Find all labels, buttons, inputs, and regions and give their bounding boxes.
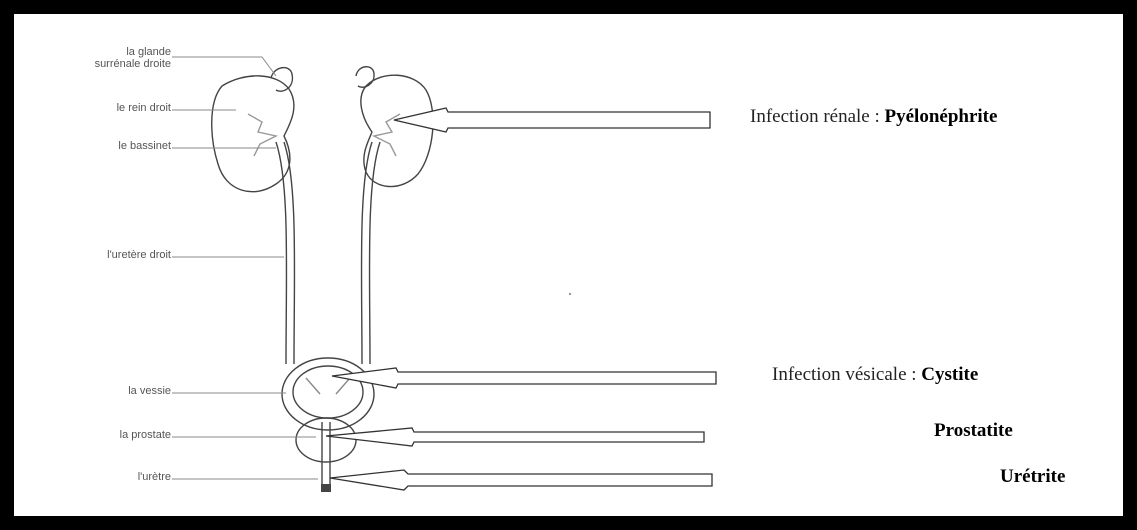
left-kidney	[361, 75, 433, 186]
stray-dot	[569, 293, 571, 295]
right-adrenal-gland	[271, 68, 292, 92]
infection-prostatite: Prostatite	[934, 420, 1013, 442]
infection-renale-name: Pyélonéphrite	[885, 106, 998, 127]
infection-renale: Infection rénale : Pyélonéphrite	[750, 106, 997, 128]
label-kidney: le rein droit	[117, 102, 171, 114]
pointer-prostate	[326, 428, 704, 446]
label-adrenal-gland-line2: surrénale droite	[95, 58, 171, 70]
left-ureter-inner	[369, 142, 380, 364]
label-adrenal-gland-line1: la glande	[95, 46, 171, 58]
left-adrenal-gland	[356, 67, 374, 88]
label-prostate: la prostate	[120, 429, 171, 441]
right-renal-pelvis	[248, 114, 276, 156]
pointer-uretre	[330, 470, 712, 490]
infection-uretrite: Urétrite	[1000, 466, 1065, 488]
label-leaders	[172, 57, 318, 479]
infection-pointers	[326, 108, 716, 490]
infection-vesicale: Infection vésicale : Cystite	[772, 364, 978, 386]
diagram-canvas: la glande surrénale droite le rein droit…	[14, 14, 1123, 516]
right-kidney	[212, 76, 294, 192]
prostate-gland	[296, 418, 356, 462]
infection-uretrite-name: Urétrite	[1000, 466, 1065, 487]
label-adrenal-gland: la glande surrénale droite	[95, 46, 171, 70]
bladder-outer	[282, 358, 374, 430]
urethra-tip	[321, 484, 331, 492]
infection-renale-prefix: Infection rénale :	[750, 106, 885, 127]
infection-prostatite-name: Prostatite	[934, 420, 1013, 441]
label-renal-pelvis: le bassinet	[118, 140, 171, 152]
pointer-vesicale	[332, 368, 716, 388]
urethra	[322, 422, 330, 492]
label-bladder: la vessie	[128, 385, 171, 397]
bladder-detail	[306, 378, 350, 394]
label-ureter: l'uretère droit	[107, 249, 171, 261]
infection-vesicale-prefix: Infection vésicale :	[772, 364, 921, 385]
infection-vesicale-name: Cystite	[921, 364, 978, 385]
label-urethra: l'urètre	[138, 471, 171, 483]
pointer-renale	[394, 108, 710, 132]
